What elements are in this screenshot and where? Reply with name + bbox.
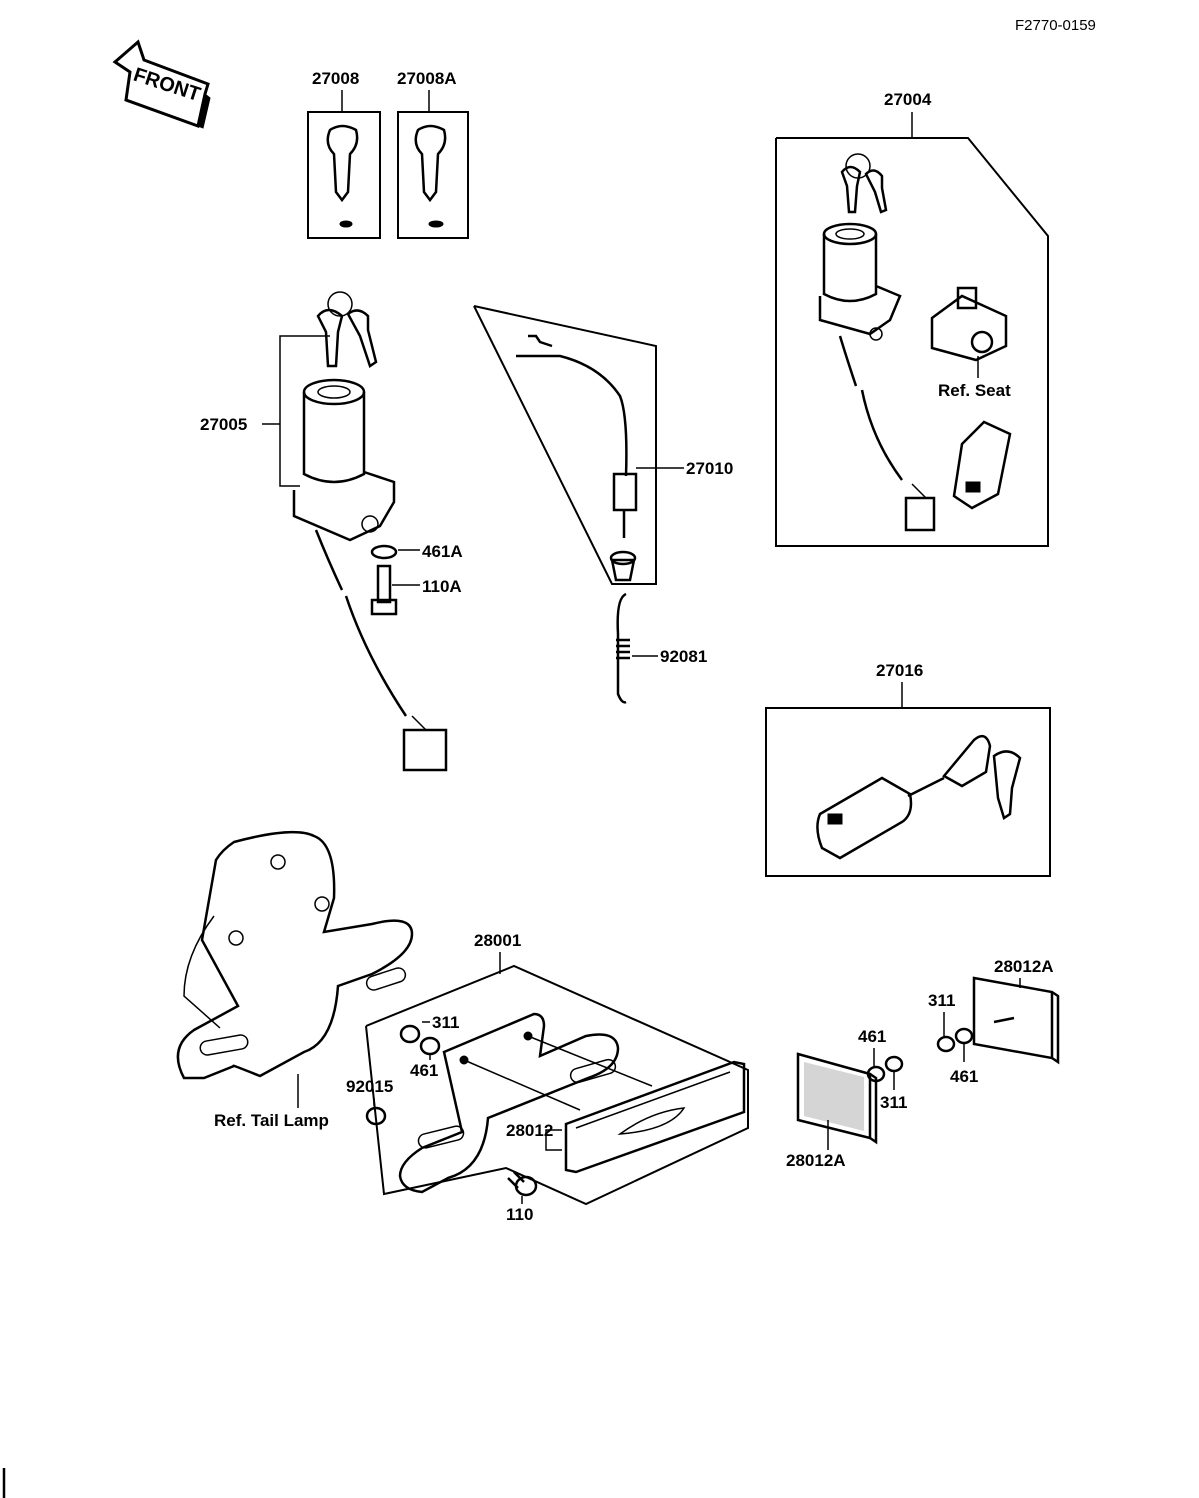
ignition-switch-set-27004: 27004 Ref. Seat — [775, 90, 1049, 547]
nut-311-b: 311 — [880, 1055, 907, 1112]
reflector-28012A-bottom: 28012A — [786, 1052, 878, 1170]
spring-92081: 92081 — [616, 592, 707, 704]
label-ref-tail-lamp: Ref. Tail Lamp — [214, 1111, 329, 1130]
bolt-110A: 110A — [370, 564, 462, 616]
label-461-b: 461 — [858, 1027, 886, 1046]
label-461-c: 461 — [950, 1067, 978, 1086]
label-27008: 27008 — [312, 69, 359, 88]
key-27008A: 27008A — [397, 69, 469, 239]
label-28001: 28001 — [474, 931, 521, 950]
nut-92015: 92015 — [346, 1077, 393, 1126]
bolt-110: 110 — [506, 1171, 538, 1224]
label-110: 110 — [506, 1205, 533, 1224]
label-92081: 92081 — [660, 647, 707, 666]
label-92015: 92015 — [346, 1077, 393, 1096]
lock-27016: 27016 — [765, 661, 1051, 877]
label-110A: 110A — [422, 577, 462, 596]
label-461A: 461A — [422, 542, 463, 561]
label-27004: 27004 — [884, 90, 932, 109]
label-311-a: 311 — [432, 1013, 459, 1032]
label-27005: 27005 — [200, 415, 247, 434]
washer-461-b: 461 — [858, 1027, 886, 1083]
label-28012A-top: 28012A — [994, 957, 1054, 976]
label-28012: 28012 — [506, 1121, 553, 1140]
label-28012A-bottom: 28012A — [786, 1151, 846, 1170]
tail-lamp-bracket: Ref. Tail Lamp — [176, 830, 414, 1130]
nut-311-c: 311 — [928, 991, 955, 1053]
label-311-c: 311 — [928, 991, 955, 1010]
washer-461-a: 461 — [410, 1036, 441, 1080]
reflector-28012: 28012 — [506, 1060, 746, 1174]
label-27008A: 27008A — [397, 69, 457, 88]
nut-311-a: 311 — [399, 1013, 459, 1044]
diagram-code: F2770-0159 — [1015, 17, 1096, 34]
label-311-b: 311 — [880, 1093, 907, 1112]
label-27016: 27016 — [876, 661, 923, 680]
reflector-bracket-28001: 28001 — [365, 931, 749, 1206]
reflector-28012A-top: 28012A — [972, 957, 1060, 1065]
key-27008: 27008 — [307, 69, 381, 239]
washer-461A: 461A — [370, 542, 463, 561]
switch-27010: 27010 — [473, 305, 733, 585]
label-461-a: 461 — [410, 1061, 438, 1080]
label-27010: 27010 — [686, 459, 733, 478]
washer-461-c: 461 — [950, 1027, 978, 1086]
label-ref-seat: Ref. Seat — [938, 381, 1011, 400]
front-arrow-icon: FRONT — [112, 39, 211, 129]
ignition-switch-27005: 27005 — [200, 291, 448, 772]
